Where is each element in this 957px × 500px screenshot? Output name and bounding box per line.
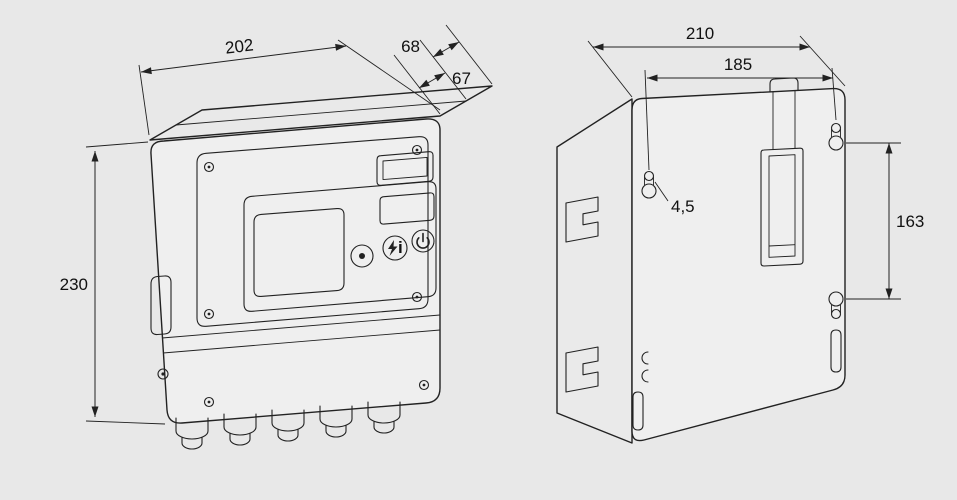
reset-dot-icon — [359, 253, 365, 259]
housing-side-face — [556, 98, 633, 444]
side-window — [150, 275, 172, 336]
dim-width-210: 210 — [587, 24, 846, 98]
hook-clip-1 — [641, 351, 649, 365]
mounting-hole-top-right — [828, 122, 844, 151]
dim-230-label: 230 — [60, 275, 88, 294]
dim-hole-spacing-185: 185 — [644, 55, 837, 171]
terminal-cover-screws — [203, 379, 430, 408]
front-door-outline — [196, 136, 429, 327]
dim-185-label: 185 — [724, 55, 752, 74]
reset-button — [350, 244, 374, 268]
hook-clip-2 — [641, 369, 649, 383]
dim-height-230: 230 — [60, 141, 166, 425]
back-view: 210 185 4,5 163 — [556, 24, 924, 444]
side-hook-bottom — [565, 346, 599, 393]
label-plate — [379, 192, 435, 225]
power-icon-arc — [416, 237, 430, 249]
dim-210-label: 210 — [686, 24, 714, 43]
door-screws — [203, 144, 423, 320]
dim-68-label: 68 — [401, 37, 420, 56]
dim-67-label: 67 — [452, 69, 471, 88]
mounting-hole-bottom-right — [828, 291, 844, 320]
front-view: i 202 — [60, 24, 493, 450]
dim-4-5-label: 4,5 — [671, 197, 695, 216]
strip-screw — [157, 368, 169, 380]
dim-163-label: 163 — [896, 212, 924, 231]
seam-line-2 — [162, 329, 441, 354]
main-display-window — [253, 208, 345, 297]
seam-line-1 — [161, 314, 441, 339]
led-display-window — [382, 156, 428, 181]
dim-202-label: 202 — [224, 35, 254, 57]
dim-hole-diameter: 4,5 — [654, 181, 695, 216]
operating-panel — [243, 181, 437, 312]
slot-bottom-left — [632, 391, 644, 431]
info-button: i — [382, 235, 408, 261]
cover-seam-line — [175, 100, 467, 126]
lightning-icon — [388, 240, 398, 256]
power-button — [411, 229, 435, 253]
info-icon-text: i — [398, 238, 403, 257]
dim-hole-spacing-163: 163 — [846, 142, 924, 300]
mounting-hole-top-left — [641, 170, 657, 199]
dim-depth-68-67: 68 67 — [393, 24, 493, 115]
housing-rear-face — [631, 87, 846, 442]
dim-width-202: 202 — [138, 35, 441, 136]
side-hook-top — [565, 196, 599, 243]
housing-front-face — [150, 118, 441, 424]
slot-bottom-right — [830, 329, 842, 373]
